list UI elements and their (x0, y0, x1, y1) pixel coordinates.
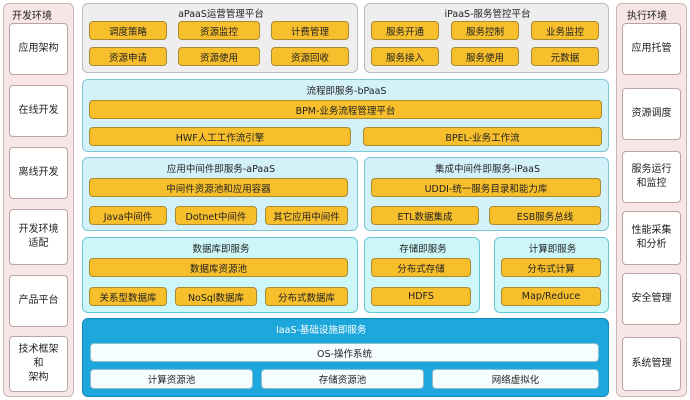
left-item-app-architecture: 应用架构 (9, 23, 68, 75)
dev-environment-panel: 开发环境 应用架构 在线开发 离线开发 开发环境 适配 产品平台 技术框架和 架… (3, 3, 74, 397)
left-item-tech-framework: 技术框架和 架构 (9, 336, 68, 392)
apaas-middleware-other: 其它应用中间件 (265, 206, 348, 225)
exec-environment-panel: 执行环境 应用托管 资源调度 服务运行 和监控 性能采集 和分析 安全管理 系统… (616, 3, 687, 397)
apaas-ops-resource-recycle: 资源回收 (271, 47, 349, 66)
compute-mapreduce: Map/Reduce (501, 287, 601, 306)
storage-service-panel: 存储即服务 分布式存储 HDFS (364, 237, 480, 313)
left-item-tech-framework-label: 技术框架和 架构 (18, 344, 59, 383)
bpaas-title: 流程即服务-bPaaS (306, 86, 387, 97)
ipaas-ctrl-panel: iPaaS-服务管控平台 服务开通 服务控制 业务监控 服务接入 服务使用 元数… (364, 3, 609, 73)
ipaas-middleware-esb: ESB服务总线 (489, 206, 601, 225)
apaas-middleware-java: Java中间件 (89, 206, 167, 225)
apaas-ops-resource-monitor: 资源监控 (178, 21, 260, 40)
iaas-os: OS-操作系统 (90, 343, 599, 362)
ipaas-middleware-title: 集成中间件即服务-iPaaS (434, 164, 541, 175)
ipaas-ctrl-business-monitor: 业务监控 (531, 21, 599, 40)
apaas-ops-panel: aPaaS运营管理平台 调度策略 资源监控 计费管理 资源申请 资源使用 资源回… (82, 3, 358, 73)
ipaas-middleware-uddi: UDDI-统一服务目录和能力库 (371, 178, 601, 197)
right-item-service-monitoring: 服务运行 和监控 (622, 151, 681, 203)
db-nosql: NoSql数据库 (175, 287, 257, 306)
apaas-middleware-container: 中间件资源池和应用容器 (89, 178, 348, 197)
ipaas-ctrl-service-access: 服务接入 (371, 47, 439, 66)
ipaas-ctrl-service-control: 服务控制 (451, 21, 519, 40)
exec-environment-title: 执行环境 (627, 11, 667, 22)
right-item-app-hosting: 应用托管 (622, 23, 681, 75)
apaas-ops-resource-request: 资源申请 (89, 47, 167, 66)
bpaas-bpel-workflow: BPEL-业务工作流 (363, 127, 602, 146)
storage-service-title: 存储即服务 (399, 244, 447, 255)
apaas-ops-scheduling-policy: 调度策略 (89, 21, 167, 40)
left-item-dev-env-adapt-label: 开发环境 适配 (18, 224, 59, 249)
right-item-perf-analysis-label: 性能采集 和分析 (631, 225, 672, 250)
iaas-panel: IaaS-基础设施即服务 OS-操作系统 计算资源池 存储资源池 网络虚拟化 (82, 318, 609, 397)
right-item-system-mgmt: 系统管理 (622, 337, 681, 391)
iaas-network-virtualization: 网络虚拟化 (432, 369, 599, 389)
iaas-storage-pool: 存储资源池 (261, 369, 424, 389)
compute-distributed: 分布式计算 (501, 258, 601, 277)
ipaas-ctrl-service-usage: 服务使用 (451, 47, 519, 66)
bpaas-panel: 流程即服务-bPaaS BPM-业务流程管理平台 HWF人工工作流引擎 BPEL… (82, 79, 609, 152)
compute-service-panel: 计算即服务 分布式计算 Map/Reduce (494, 237, 609, 313)
dev-environment-title: 开发环境 (12, 11, 52, 22)
apaas-ops-billing: 计费管理 (271, 21, 349, 40)
apaas-middleware-title: 应用中间件即服务-aPaaS (166, 164, 276, 175)
ipaas-middleware-etl: ETL数据集成 (371, 206, 479, 225)
apaas-middleware-dotnet: Dotnet中间件 (175, 206, 257, 225)
ipaas-middleware-panel: 集成中间件即服务-iPaaS UDDI-统一服务目录和能力库 ETL数据集成 E… (364, 157, 609, 231)
ipaas-ctrl-service-provision: 服务开通 (371, 21, 439, 40)
apaas-middleware-panel: 应用中间件即服务-aPaaS 中间件资源池和应用容器 Java中间件 Dotne… (82, 157, 358, 231)
compute-service-title: 计算即服务 (528, 244, 577, 255)
bpaas-hwf-engine: HWF人工工作流引擎 (89, 127, 351, 146)
apaas-ops-title: aPaaS运营管理平台 (178, 9, 264, 20)
storage-distributed: 分布式存储 (371, 258, 471, 277)
left-item-offline-dev: 离线开发 (9, 147, 68, 199)
db-distributed: 分布式数据库 (265, 287, 348, 306)
db-service-panel: 数据库即服务 数据库资源池 关系型数据库 NoSql数据库 分布式数据库 (82, 237, 358, 313)
ipaas-ctrl-title: iPaaS-服务管控平台 (444, 9, 531, 20)
db-service-title: 数据库即服务 (192, 244, 250, 255)
storage-hdfs: HDFS (371, 287, 471, 306)
ipaas-ctrl-metadata: 元数据 (531, 47, 599, 66)
bpaas-bpm-platform: BPM-业务流程管理平台 (89, 100, 602, 119)
left-item-dev-env-adapt: 开发环境 适配 (9, 209, 68, 265)
right-item-perf-analysis: 性能采集 和分析 (622, 211, 681, 265)
apaas-ops-resource-usage: 资源使用 (178, 47, 260, 66)
right-item-security: 安全管理 (622, 273, 681, 325)
iaas-compute-pool: 计算资源池 (90, 369, 253, 389)
left-item-online-dev: 在线开发 (9, 85, 68, 137)
db-resource-pool: 数据库资源池 (89, 258, 348, 277)
right-item-service-monitoring-label: 服务运行 和监控 (631, 164, 672, 189)
right-item-resource-scheduling: 资源调度 (622, 88, 681, 140)
left-item-product-platform: 产品平台 (9, 275, 68, 327)
iaas-title: IaaS-基础设施即服务 (276, 325, 367, 336)
db-relational: 关系型数据库 (89, 287, 167, 306)
